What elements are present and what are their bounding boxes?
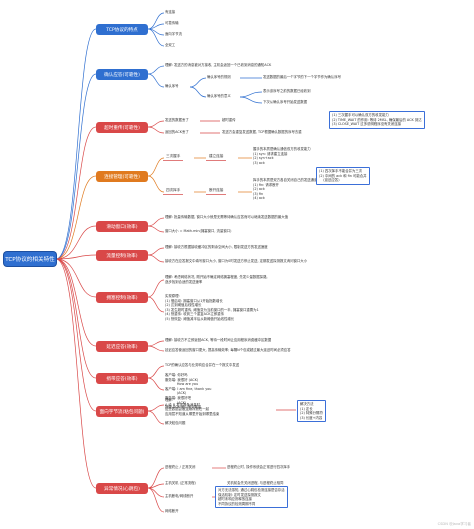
timeout-data-lost: 发送的数据丢了: [165, 118, 189, 122]
ack-seq-meaning: 确认序号的意义: [207, 94, 231, 98]
delay-text2: 延迟应答使返回的窗口更大, 提高传输效率; 每隔N个包或超过最大延迟时间必须应答: [165, 348, 291, 352]
leaf-reliable: 可靠传输: [165, 21, 179, 25]
ack-seq: 确认序号: [165, 84, 179, 88]
conn-handshake: 三次握手: [163, 153, 184, 161]
congestion-text2: 实现原理: (1) 慢启动: 拥塞窗口从1开始指数增长 (2) 达到阈值后线性增…: [165, 294, 259, 321]
root-node[interactable]: TCP协议的相关特性: [4, 252, 56, 266]
window-text1: 理解: 批量传输数据, 窗口大小就是无需等待确认应答而可以继续发送数据的最大值: [165, 215, 289, 219]
ack-intro: 理解: 发送方的消息被对方接收, 主机会返回一个已收到消息的通知ACK: [165, 63, 272, 67]
conn-establish: 建立连接: [206, 153, 227, 161]
ack-seq-rule-text: 发送数据的最后一个字节的下一个字节作为确认序号: [263, 75, 341, 79]
watermark: CSDN @Java学习者: [437, 522, 471, 526]
ack-meaning-text2: 下次从确认序号开始发送数据: [263, 100, 308, 104]
conn-disconnect: 断开连接: [206, 187, 227, 195]
stream-text1: 理解: A 给 B 发送多条消息时 这些数据会被连续存放在一起 应用层不知道从哪…: [165, 398, 220, 416]
flow-text2: 接收方在应答报文中填写窗口大小, 窗口为0时发送方停止发送, 定期发送探测报文询…: [165, 259, 308, 263]
branch-window[interactable]: 滑动窗口(效率): [96, 221, 148, 232]
branch-features[interactable]: TCP协议的特点: [96, 24, 148, 35]
window-text2: 窗口大小 = Math.min(拥塞窗口, 流量窗口): [165, 229, 232, 233]
exception-process-end: 进程终止 / 正常关闭: [165, 465, 196, 469]
exception-process-end-text: 进程终止时, 操作系统会正常进行四次挥手: [227, 465, 291, 469]
timeout-ack-lost: 返回的ACK丢了: [165, 130, 189, 134]
branch-congestion[interactable]: 拥塞控制(效率): [96, 292, 148, 303]
exception-heartbeat-box: 对方无法感知, 通过心跳包检测连接是否存活 保活机制: 定时发送探测报文 超时未…: [215, 486, 288, 509]
timeout-ack-lost-text: 发送方会重复发送数据, TCP根据确认数据的序号去重: [222, 130, 302, 134]
exception-power-off: 主机断电/网线断开: [165, 494, 194, 498]
delay-text1: 理解: 接收方不立即返回ACK, 等待一段时间让应用程序消费缓冲区数据: [165, 338, 272, 342]
conn-wave: 四次挥手: [163, 187, 184, 195]
ack-seq-rule: 确认序号的规则: [207, 75, 231, 79]
branch-piggyback[interactable]: 捎带应答(效率): [96, 373, 148, 384]
branch-flow[interactable]: 流量控制(效率): [96, 250, 148, 261]
exception-shutdown-text: 关机前会先关闭进程, 与进程终止相同: [227, 481, 284, 485]
leaf-byte-stream: 面向字节流: [165, 32, 182, 36]
conn-note-box: (1) 三次握手可以确认双方的收发能力 (2) TIME_WAIT 的作用: 等…: [329, 111, 425, 129]
ack-meaning-text1: 表示该序号之前的数据已经收到: [263, 89, 311, 93]
flow-text1: 理解: 接收方根据接收缓冲区的剩余空间大小, 限制发送方的发送速度: [165, 245, 268, 249]
branch-exception[interactable]: 异常情况(心跳包): [96, 483, 148, 494]
piggyback-text1: TCP的确认应答与业务响应合并在一个报文中发送: [165, 363, 240, 367]
conn-handshake-text: 握手的本质是确认通信双方的收发能力 (1) syn: 请求建立连接 (2) sy…: [253, 147, 311, 165]
conn-wave-text: 挥手的本质是双方各自关闭自己的发送通道 (1) fin: 请求断开 (2) ac…: [253, 178, 318, 201]
conn-note-box-2: (1) 四次挥手不能合并为三次 (2) 中间的 ack 和 fin 可能合并 (…: [316, 167, 370, 185]
stream-solution-box: 解决方法 (1) 定长 (2) 特殊分隔符 (3) 长度+内容: [297, 400, 326, 423]
exception-shutdown: 主机关机 (正常流程): [165, 481, 196, 485]
branch-conn[interactable]: 连接管理(可靠性): [96, 171, 148, 182]
stream-text2: 解决粘包问题: [165, 421, 186, 425]
branch-stream[interactable]: 面向字节流(粘包问题): [96, 406, 148, 417]
congestion-text1: 理解: 考虑网络状况, 刚开始不确定网络拥塞程度, 先发少量数据探路, 逐步找到…: [165, 275, 268, 284]
branch-delay[interactable]: 延迟应答(效率): [96, 341, 148, 352]
timeout-data-lost-text: 超时重传: [222, 118, 236, 122]
branch-ack[interactable]: 确认应答(可靠性): [96, 69, 148, 80]
leaf-connection: 有连接: [165, 10, 176, 14]
branch-timeout[interactable]: 超时重传(可靠性): [96, 122, 148, 133]
leaf-full-duplex: 全双工: [165, 43, 176, 47]
piggyback-text2: 客户端: 你好吗 服务端: 我很好 (ACK) How are you 客户端:…: [165, 373, 212, 410]
exception-network-down: 网络断开: [165, 509, 179, 513]
